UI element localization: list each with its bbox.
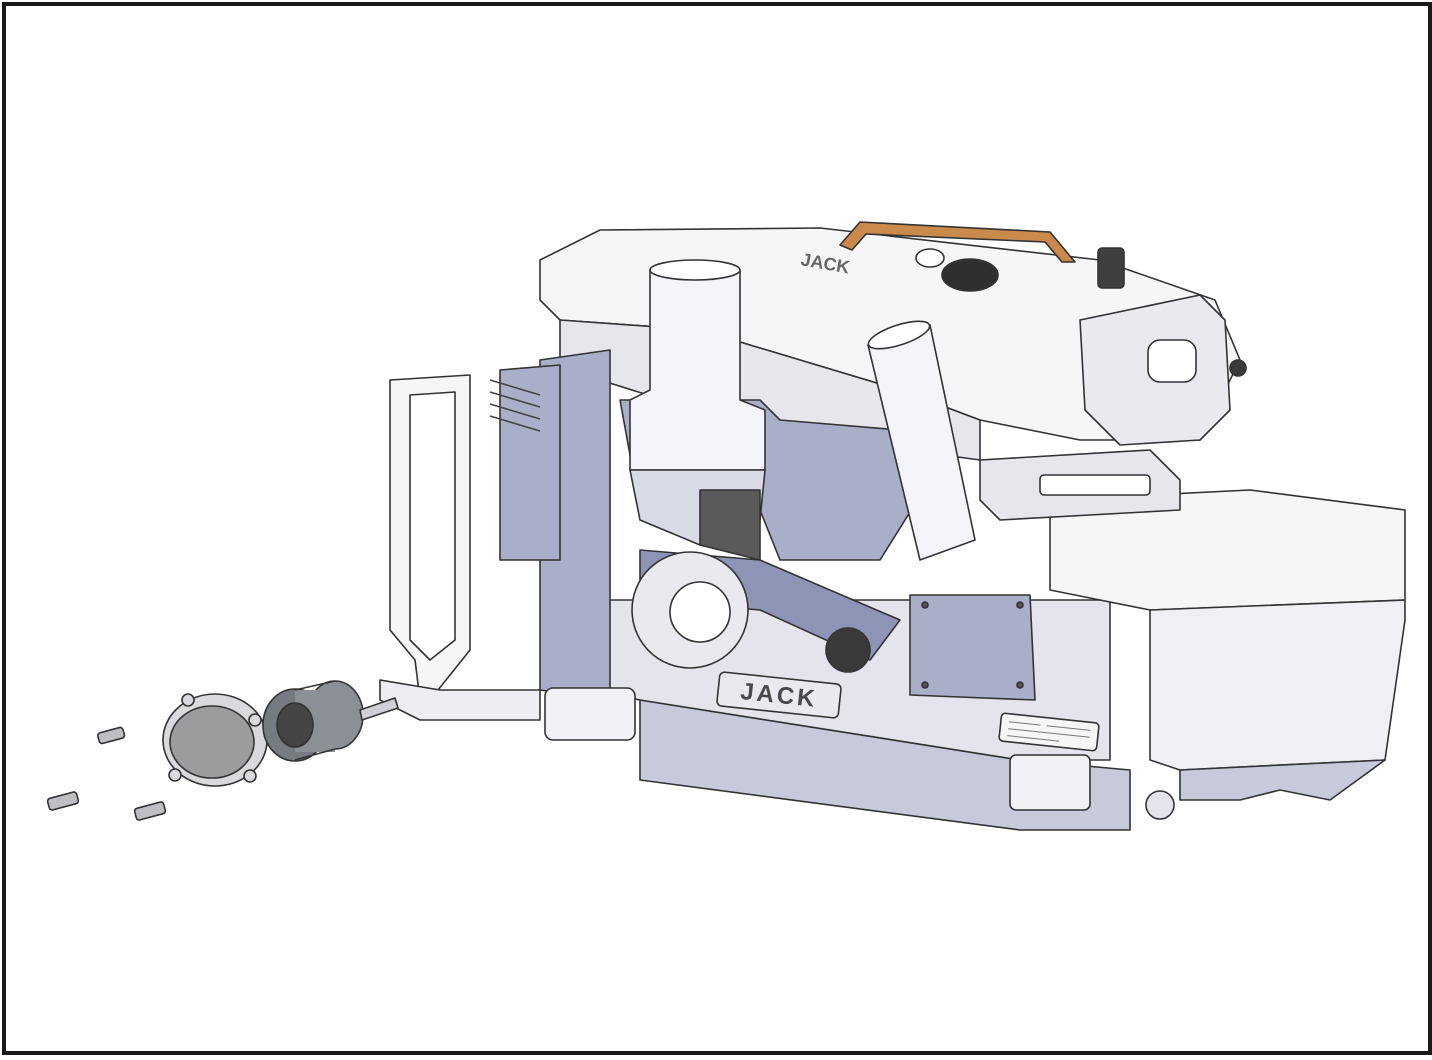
plate-screw [1016, 681, 1024, 689]
wire-bundle [489, 379, 541, 432]
stitch-dial [825, 627, 871, 673]
pulley-hole [669, 581, 731, 643]
faceplate-window [1147, 339, 1197, 383]
oil-cap [941, 258, 999, 292]
dark-bracket [699, 489, 761, 561]
table-bolt [1145, 790, 1175, 820]
screw-icon [46, 791, 80, 811]
rating-plate [998, 712, 1100, 752]
motor-rotor [262, 680, 399, 762]
tilted-cylinder-top [867, 320, 931, 350]
screw-icon [97, 726, 126, 745]
carry-handle [839, 221, 1076, 263]
motor-cover [162, 693, 268, 787]
plate-screw [921, 681, 929, 689]
cover-plate [379, 679, 541, 721]
brand-plate: JACK [716, 671, 842, 719]
side-plate [909, 594, 1036, 701]
plate-screw [921, 601, 929, 609]
plate-screw [1016, 601, 1024, 609]
side-cover-inner [409, 391, 456, 661]
work-table-base [1179, 759, 1386, 801]
work-table-side [1149, 599, 1406, 771]
foot-right [1009, 754, 1091, 811]
needle-bar-link [1039, 474, 1151, 496]
rear-bracket [499, 364, 561, 561]
top-plug [915, 248, 945, 268]
screw-icon [133, 801, 167, 821]
foot-left [544, 687, 636, 741]
side-knob [1229, 359, 1247, 377]
tension-knob [1097, 247, 1125, 289]
thread-stand-top [649, 259, 741, 281]
